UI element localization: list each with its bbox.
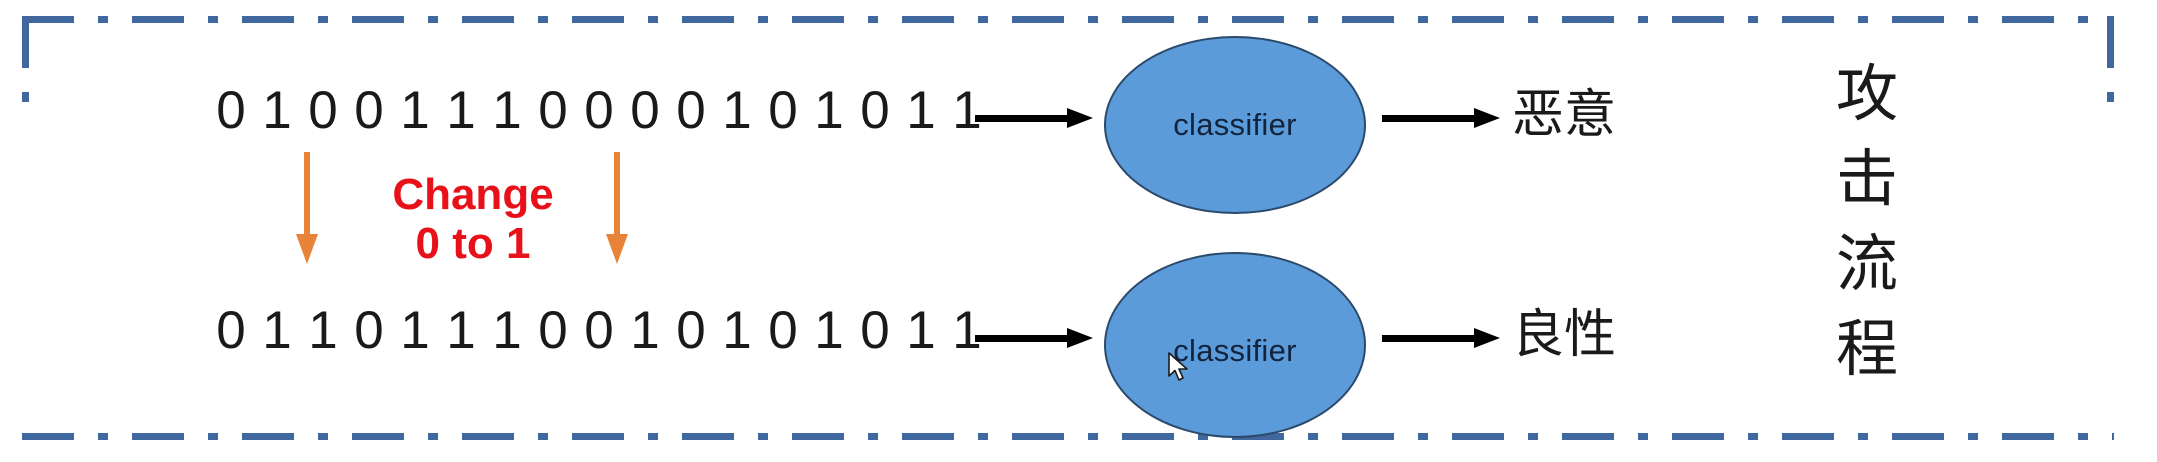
bit: 1: [400, 301, 430, 360]
change-arrow-down-icon: [296, 152, 318, 264]
flow-arrow-right-icon: [975, 108, 1093, 128]
bit: 0: [354, 81, 384, 140]
classifier-label: classifier: [1173, 107, 1297, 142]
arrow-head: [606, 234, 628, 264]
flow-arrow-right-icon: [975, 328, 1093, 348]
bit: 1: [630, 301, 660, 360]
arrow-head: [1067, 328, 1093, 348]
change-annotation-line2: 0 to 1: [415, 219, 531, 269]
mouse-cursor-icon: [1168, 352, 1188, 381]
arrow-head: [1474, 328, 1500, 348]
output-label-benign: 良性: [1512, 305, 1617, 365]
arrow-shaft: [304, 152, 310, 238]
vertical-caption-char: 流: [1835, 226, 1898, 300]
bit: 0: [676, 301, 706, 360]
bit: 0: [584, 81, 614, 140]
change-arrow-down-icon: [606, 152, 628, 264]
bit: 1: [722, 81, 752, 140]
bit: 1: [952, 301, 982, 360]
bit: 1: [906, 301, 936, 360]
bit: 0: [216, 301, 246, 360]
bit: 0: [676, 81, 706, 140]
arrow-head: [1067, 108, 1093, 128]
bit: 1: [262, 81, 292, 140]
classifier-node-bottom[interactable]: classifier: [1104, 252, 1366, 438]
frame-left-edge: [22, 16, 29, 440]
vertical-caption-char: 攻: [1835, 57, 1898, 130]
vertical-caption-char: 击: [1835, 141, 1898, 215]
classifier-label: classifier: [1173, 333, 1297, 368]
bit: 0: [768, 301, 798, 360]
flow-arrow-right-icon: [1382, 108, 1500, 128]
bit: 0: [860, 81, 890, 140]
bit: 1: [814, 301, 844, 360]
bit: 1: [952, 81, 982, 140]
bit: 1: [492, 301, 522, 360]
frame-bottom-edge: [22, 433, 2114, 440]
bit: 1: [400, 81, 430, 140]
bit: 1: [308, 301, 338, 360]
arrow-shaft: [614, 152, 620, 238]
change-annotation-line1: Change: [392, 170, 554, 219]
output-label-malicious: 恶意: [1512, 85, 1617, 145]
binary-string-original: 0 1 0 0 1 1 1 0 0 0 0 1 0 1 0 1 1: [208, 80, 990, 141]
arrow-shaft: [975, 115, 1069, 122]
bit: 1: [814, 81, 844, 140]
bit: 0: [538, 81, 568, 140]
arrow-head: [1474, 108, 1500, 128]
frame-right-edge: [2107, 16, 2114, 440]
bit: 0: [354, 301, 384, 360]
arrow-shaft: [975, 335, 1069, 342]
binary-string-modified: 0 1 1 0 1 1 1 0 0 1 0 1 0 1 0 1 1: [208, 300, 990, 361]
bit: 1: [906, 81, 936, 140]
arrow-shaft: [1382, 115, 1476, 122]
bit: 0: [216, 81, 246, 140]
frame-top-edge: [22, 16, 2114, 23]
bit: 1: [446, 81, 476, 140]
change-annotation: Change 0 to 1: [348, 170, 598, 269]
vertical-caption: 攻 击 流 程: [1824, 52, 1910, 392]
bit: 0: [860, 301, 890, 360]
bit: 1: [492, 81, 522, 140]
bit: 0: [768, 81, 798, 140]
classifier-node-top[interactable]: classifier: [1104, 36, 1366, 214]
bit: 0: [584, 301, 614, 360]
bit: 0: [308, 81, 338, 140]
bit: 0: [630, 81, 660, 140]
arrow-head: [296, 234, 318, 264]
vertical-caption-char: 程: [1835, 311, 1898, 385]
bit: 0: [538, 301, 568, 360]
bit: 1: [446, 301, 476, 360]
flow-arrow-right-icon: [1382, 328, 1500, 348]
arrow-shaft: [1382, 335, 1476, 342]
bit: 1: [722, 301, 752, 360]
bit: 1: [262, 301, 292, 360]
